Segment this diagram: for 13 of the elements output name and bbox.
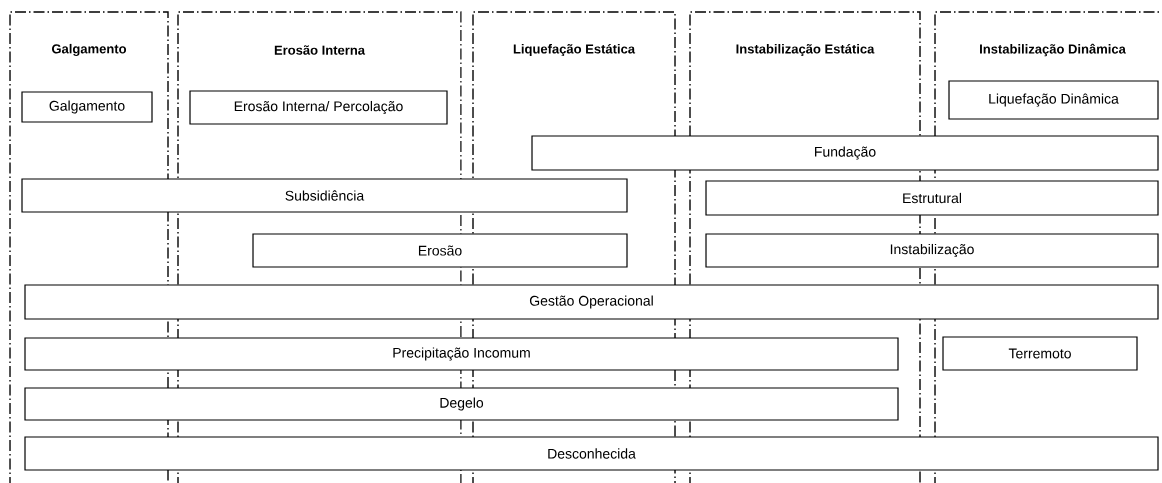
- category-box: Erosão: [252, 233, 628, 268]
- category-box: Instabilização: [705, 233, 1159, 268]
- category-box: Estrutural: [705, 180, 1159, 216]
- category-box: Erosão Interna/ Percolação: [189, 90, 448, 125]
- category-box: Gestão Operacional: [24, 284, 1159, 320]
- category-box: Fundação: [531, 135, 1159, 171]
- category-box: Liquefação Dinâmica: [948, 80, 1159, 120]
- category-box: Degelo: [24, 387, 899, 421]
- category-box: Subsidiência: [21, 178, 628, 213]
- category-box: Terremoto: [942, 336, 1138, 371]
- category-box: Desconhecida: [24, 436, 1159, 471]
- category-box: Galgamento: [21, 91, 153, 123]
- category-box: Precipitação Incomum: [24, 337, 899, 371]
